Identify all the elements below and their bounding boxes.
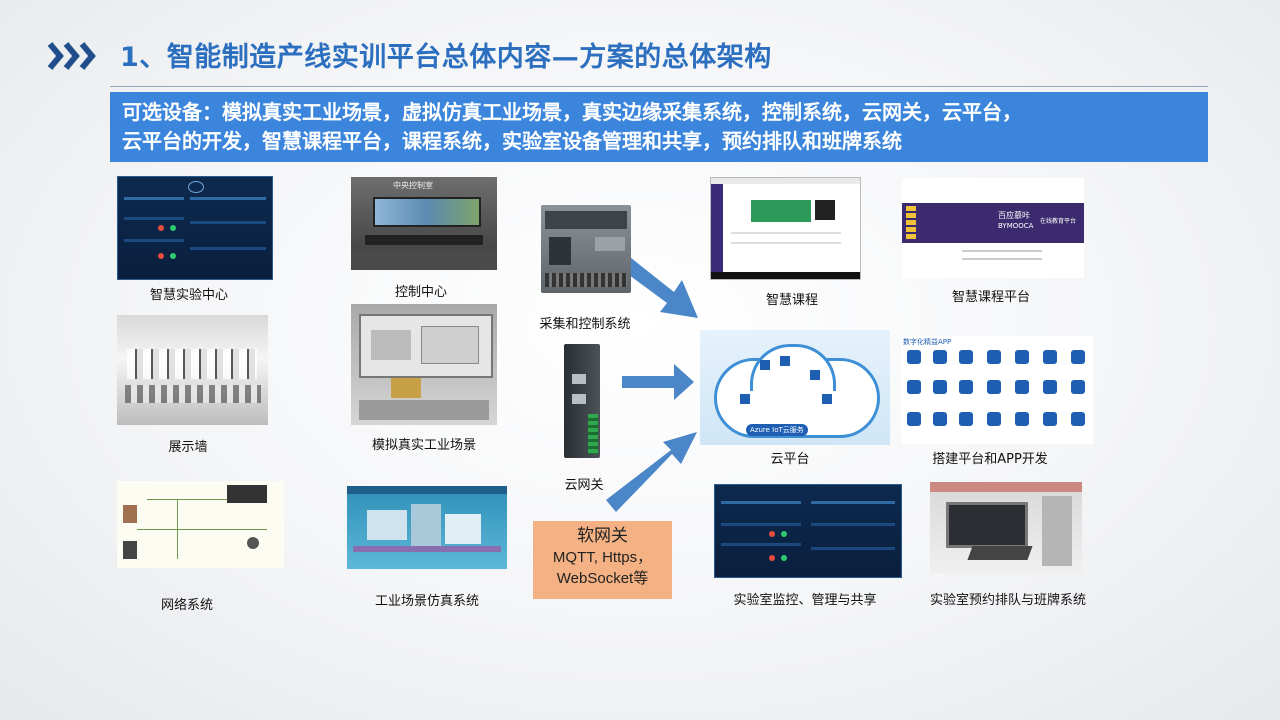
lab-booking-thumbnail: [930, 482, 1082, 574]
banner-line-1: 可选设备：模拟真实工业场景，虚拟仿真工业场景，真实边缘采集系统，控制系统，云网关…: [122, 100, 1022, 124]
industrial-sim-caption: 工业场景仿真系统: [374, 594, 480, 609]
cloud-gateway-caption: 云网关: [564, 478, 604, 493]
smart-lab-caption: 智慧实验中心: [149, 288, 229, 303]
lab-monitor-caption: 实验室监控、管理与共享: [733, 593, 877, 608]
azure-label: Azure IoT云服务: [746, 424, 808, 436]
mooc-sub: 在线教育平台: [1040, 218, 1077, 225]
soft-gateway-protocols-1: MQTT, Https，: [552, 549, 653, 566]
smart-course-platform-thumbnail: 百应慕咔 BYMOOCA 在线教育平台: [902, 178, 1084, 278]
soft-gateway-title: 软网关: [577, 526, 628, 546]
collect-control-caption: 采集和控制系统: [539, 317, 631, 332]
triple-chevron-right-icon: [47, 42, 96, 70]
app-grid-title: 数字化精益APP: [903, 338, 952, 346]
mooc-en: BYMOOCA: [998, 222, 1034, 230]
options-banner: 可选设备：模拟真实工业场景，虚拟仿真工业场景，真实边缘采集系统，控制系统，云网关…: [110, 92, 1208, 162]
lab-booking-caption: 实验室预约排队与班牌系统: [929, 593, 1087, 608]
display-wall-thumbnail: [117, 315, 268, 425]
soft-gateway-protocols-2: WebSocket等: [556, 570, 649, 587]
sim-industrial-thumbnail: [351, 304, 497, 425]
smart-course-platform-caption: 智慧课程平台: [951, 290, 1031, 305]
network-thumbnail: [117, 481, 284, 568]
arrow-softgw-to-cloud: [606, 432, 697, 512]
soft-gateway-box: 软网关 MQTT, Https， WebSocket等: [533, 521, 672, 599]
app-grid-thumbnail: 数字化精益APP: [901, 336, 1093, 444]
display-wall-caption: 展示墙: [168, 440, 208, 455]
build-platform-app-caption: 搭建平台和APP开发: [932, 452, 1048, 467]
banner-line-2: 云平台的开发，智慧课程平台，课程系统，实验室设备管理和共享，预约排队和班牌系统: [122, 129, 902, 153]
smart-lab-thumbnail: [117, 176, 273, 280]
title-divider: [110, 86, 1208, 87]
smart-course-thumbnail: [710, 177, 861, 280]
control-center-caption: 控制中心: [394, 285, 448, 300]
control-center-thumbnail: 中央控制室: [351, 177, 497, 270]
mooc-brand: 百应慕咔: [998, 211, 1030, 220]
control-room-sign: 中央控制室: [393, 181, 433, 190]
industrial-sim-thumbnail: [347, 486, 507, 569]
cloud-platform-caption: 云平台: [770, 452, 810, 467]
page-title: 1、智能制造产线实训平台总体内容—方案的总体架构: [120, 42, 772, 73]
cloud-platform-thumbnail: Azure IoT云服务: [700, 330, 890, 445]
network-caption: 网络系统: [160, 598, 214, 613]
plc-thumbnail: [535, 197, 636, 298]
sim-industrial-caption: 模拟真实工业场景: [371, 438, 477, 453]
smart-course-caption: 智慧课程: [765, 293, 819, 308]
arrow-gateway-to-cloud: [622, 364, 694, 400]
lab-monitor-thumbnail: [714, 484, 902, 578]
cloud-gateway-thumbnail: [560, 344, 606, 458]
